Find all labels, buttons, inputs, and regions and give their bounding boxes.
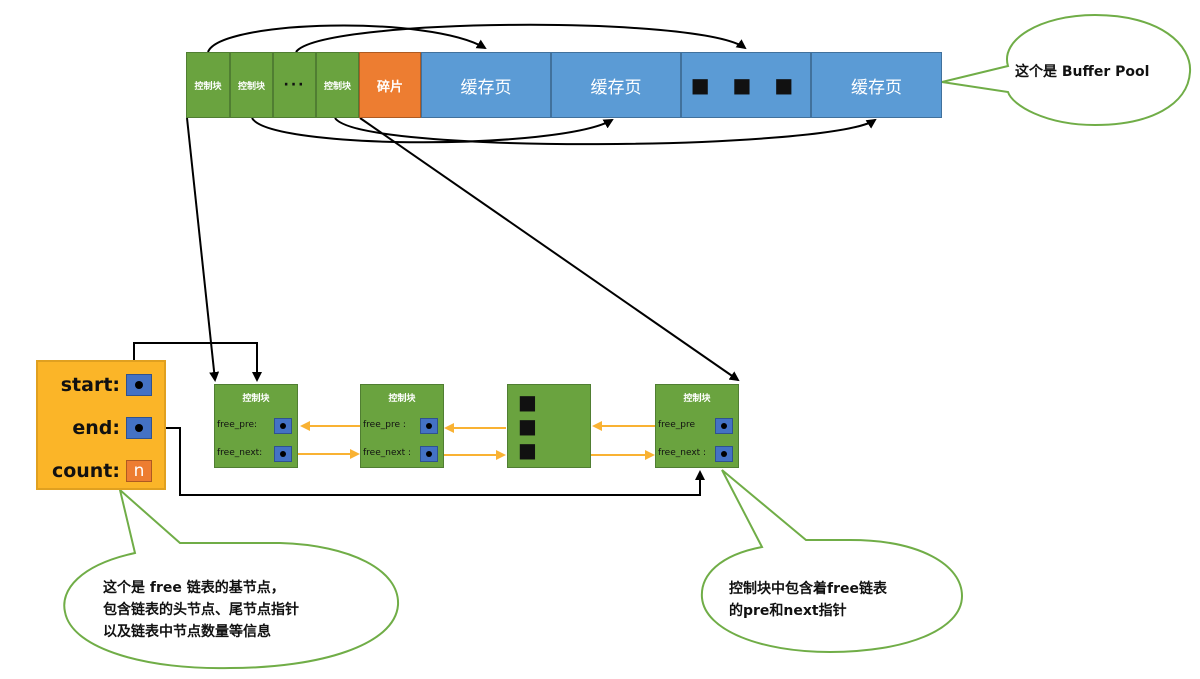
callout-control-block-shape (700, 469, 964, 654)
count-value: n (126, 460, 152, 482)
free-pre-label: free_pre (658, 420, 695, 430)
callout-base-node-shape (63, 487, 400, 670)
free-pre-pointer (420, 418, 438, 434)
free-list-node: 控制块 free_pre free_next : (655, 384, 739, 468)
free-pre-label: free_pre : (363, 420, 406, 430)
arc-ctrl1-to-page1 (207, 24, 487, 53)
base-start-row: start: (38, 370, 168, 400)
node-title: 控制块 (388, 394, 416, 404)
pool-cache-page-ellipsis: ■ ■ ■ (681, 52, 811, 118)
callout-base-node-text: 这个是 free 链表的基节点， 包含链表的头节点、尾节点指针 以及链表中节点数… (103, 577, 299, 643)
callout-buffer-pool-shape (941, 13, 1192, 127)
pool-control-block: 控制块 (316, 52, 359, 118)
base-count-label: count: (51, 460, 120, 482)
base-end-row: end: (38, 413, 168, 443)
free-next-pointer (715, 446, 733, 462)
pool-control-block: 控制块 (186, 52, 230, 118)
free-next-label: free_next : (363, 448, 412, 458)
arc-ctrl3-to-page3 (295, 23, 747, 53)
free-next-label: free_next: (217, 448, 263, 458)
arc-ctrl4-to-page4 (334, 117, 877, 146)
pool-control-block: 控制块 (230, 52, 273, 118)
pool-fragment: 碎片 (359, 52, 421, 118)
callout-buffer-pool-text: 这个是 Buffer Pool (1015, 64, 1150, 80)
free-pre-pointer (274, 418, 292, 434)
arrow-ctrl4-to-node4 (359, 117, 740, 382)
start-pointer (126, 374, 152, 396)
free-next-pointer (274, 446, 292, 462)
base-count-row: count: n (38, 456, 168, 486)
callout-line: 控制块中包含着free链表 (729, 581, 887, 597)
end-pointer (126, 417, 152, 439)
base-start-label: start: (60, 374, 120, 396)
callout-line: 包含链表的头节点、尾节点指针 (103, 602, 299, 618)
pool-cache-page: 缓存页 (551, 52, 681, 118)
ellipsis: ■ ■ ■ (518, 390, 547, 462)
free-list-node-ellipsis: ■ ■ ■ (507, 384, 591, 468)
free-pre-pointer (715, 418, 733, 434)
arc-ctrl2-to-page2 (251, 117, 614, 144)
node-title: 控制块 (242, 394, 270, 404)
free-pre-label: free_pre: (217, 420, 258, 430)
pool-cache-page: 缓存页 (421, 52, 551, 118)
pool-control-block-ellipsis: ··· (273, 52, 316, 118)
free-list-node: 控制块 free_pre : free_next : (360, 384, 444, 468)
callout-line: 这个是 free 链表的基节点， (103, 580, 285, 596)
pool-cache-page: 缓存页 (811, 52, 942, 118)
free-list-base-node: start: end: count: n (36, 360, 166, 490)
callout-control-block-text: 控制块中包含着free链表 的pre和next指针 (729, 578, 887, 622)
free-next-label: free_next : (658, 448, 707, 458)
callout-line: 以及链表中节点数量等信息 (103, 624, 271, 640)
node-title: 控制块 (683, 394, 711, 404)
arrow-ctrl1-to-node1 (186, 117, 220, 382)
base-end-label: end: (72, 417, 120, 439)
free-list-node: 控制块 free_pre: free_next: (214, 384, 298, 468)
callout-line: 的pre和next指针 (729, 603, 847, 619)
free-next-pointer (420, 446, 438, 462)
